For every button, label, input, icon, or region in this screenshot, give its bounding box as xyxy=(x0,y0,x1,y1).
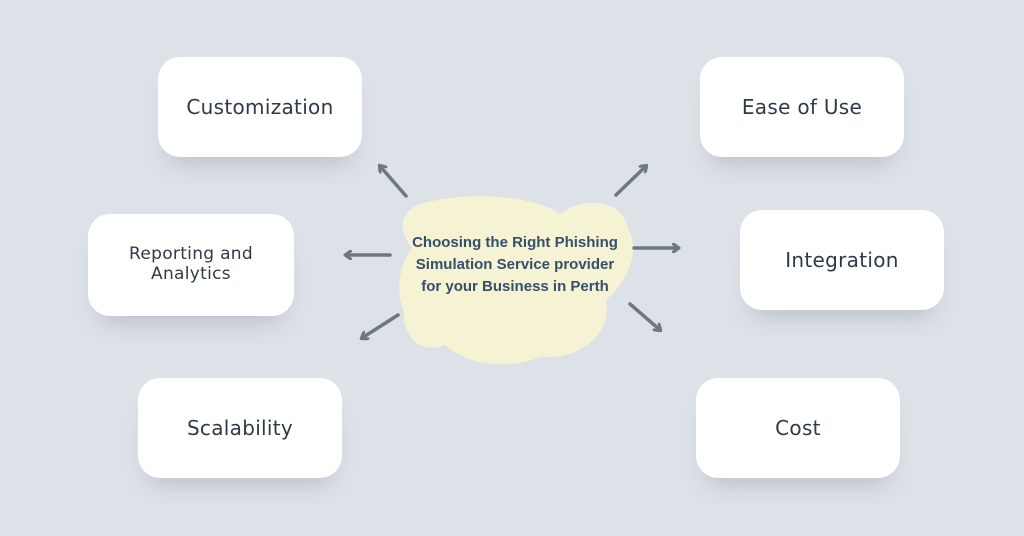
node-ease-of-use-label: Ease of Use xyxy=(741,94,863,119)
node-integration-label: Integration xyxy=(785,247,899,272)
node-reporting-label: Reporting and Analytics xyxy=(129,244,253,284)
node-integration: Integration xyxy=(740,210,944,310)
arrow-to-ease-of-use xyxy=(614,166,646,197)
node-reporting: Reporting and Analytics xyxy=(88,214,294,316)
center-title: Choosing the Right Phishing Simulation S… xyxy=(412,234,618,295)
arrow-to-customization xyxy=(380,166,408,198)
arrow-to-scalability xyxy=(362,313,400,338)
node-cost-label: Cost xyxy=(775,415,821,440)
node-ease-of-use: Ease of Use xyxy=(700,57,904,157)
node-customization: Customization xyxy=(158,57,362,157)
node-scalability-label: Scalability xyxy=(186,415,294,440)
node-scalability: Scalability xyxy=(138,378,342,478)
arrow-to-cost xyxy=(628,302,660,330)
center-blob-shape xyxy=(399,196,633,365)
node-cost: Cost xyxy=(696,378,900,478)
node-customization-label: Customization xyxy=(186,94,334,119)
